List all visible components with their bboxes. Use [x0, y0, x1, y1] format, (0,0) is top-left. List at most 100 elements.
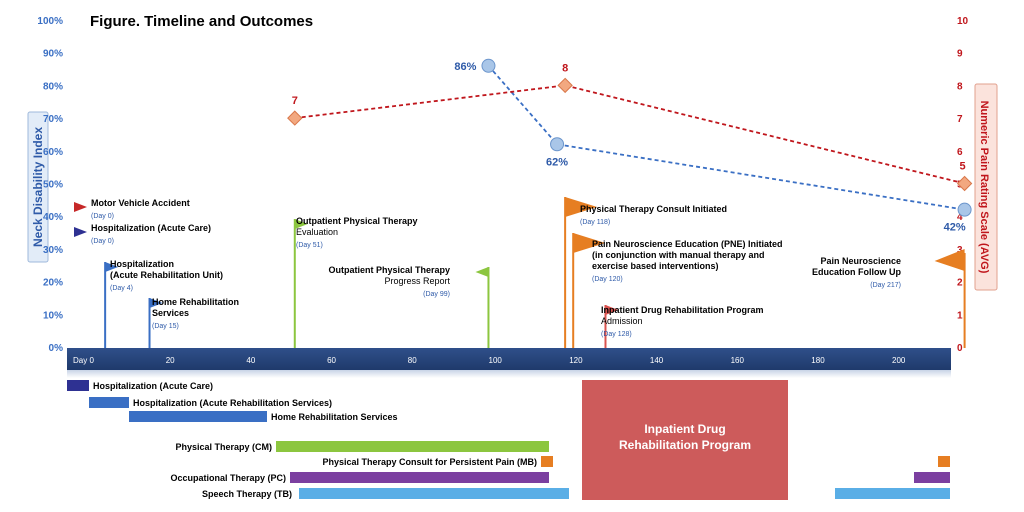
event-flag-marker	[605, 305, 619, 315]
event-day-label: (Day 217)	[870, 282, 901, 289]
left-y-tick-label: 80%	[43, 81, 63, 92]
left-y-tick-label: 90%	[43, 49, 63, 60]
event-label: (Acute Rehabilitation Unit)	[110, 270, 223, 280]
event-day-label: (Day 118)	[580, 219, 610, 226]
x-tick-label: 60	[327, 356, 336, 365]
x-tick-label: 80	[408, 356, 417, 365]
x-axis-band	[67, 348, 951, 370]
right-y-tick-label: 6	[957, 147, 963, 158]
period-bar-rect	[290, 472, 549, 483]
x-tick-label: Day 0	[73, 356, 94, 365]
right-y-tick-label: 1	[957, 310, 963, 321]
event-day-label: (Day 51)	[296, 242, 323, 249]
right-y-tick-label: 10	[957, 16, 969, 27]
period-bar-rect	[276, 441, 549, 452]
right-y-axis-label: Numeric Pain Rating Scale (AVG)	[978, 101, 990, 274]
period-bar-rect	[541, 456, 553, 467]
inpatient-program-rect	[582, 380, 788, 500]
data-label: 86%	[454, 61, 476, 73]
right-y-tick-label: 7	[957, 114, 963, 125]
right-y-axis-label-box	[974, 83, 998, 291]
period-bar-label: Physical Therapy (CM)	[175, 442, 272, 452]
period-bar: Physical Therapy (CM)	[175, 441, 549, 452]
left-y-tick-label: 10%	[43, 310, 63, 321]
period-bar: Speech Therapy (TB)	[202, 488, 569, 499]
ndi-point	[957, 202, 972, 217]
event-label: Hospitalization	[110, 259, 174, 269]
period-bar-rect	[129, 411, 267, 422]
period-bar: Physical Therapy Consult for Persistent …	[322, 456, 553, 467]
event-label: Pain Neuroscience	[820, 256, 901, 266]
event-label: Pain Neuroscience Education (PNE) Initia…	[592, 239, 783, 249]
x-tick-label: 160	[731, 356, 745, 365]
left-y-axis-label-box	[27, 111, 49, 263]
event-flag-marker	[105, 262, 119, 272]
event-flag-marker	[475, 267, 489, 277]
data-label: 5	[960, 161, 966, 173]
period-bar-label: Hospitalization (Acute Care)	[93, 381, 213, 391]
event-flag: Hospitalization(Acute Rehabilitation Uni…	[104, 259, 223, 348]
event-label: exercise based interventions)	[592, 261, 719, 271]
period-bar-label: Physical Therapy Consult for Persistent …	[322, 457, 537, 467]
series-layer: 86%62%42%785	[287, 58, 973, 234]
left-y-axis-label: Neck Disability Index	[31, 127, 45, 247]
x-tick-label: 40	[246, 356, 255, 365]
data-label: 62%	[546, 156, 568, 168]
right-y-tick-label: 9	[957, 49, 963, 60]
event-flag-marker	[74, 227, 87, 237]
event-flag-marker	[934, 249, 965, 271]
event-day-label: (Day 0)	[91, 213, 114, 220]
period-bar: Occupational Therapy (PC)	[170, 472, 549, 483]
inpatient-program-label: Rehabilitation Program	[619, 438, 751, 452]
x-tick-label: 120	[569, 356, 583, 365]
event-day-label: (Day 99)	[423, 291, 450, 298]
event-label: Admission	[601, 316, 643, 326]
left-y-axis: Neck Disability Index 0% 10% 20% 30% 40% 50% 6…	[27, 16, 64, 354]
series-line	[487, 65, 965, 211]
period-bar: Hospitalization (Acute Care)	[67, 380, 213, 391]
x-tick-label: 100	[489, 356, 503, 365]
left-y-tick-label: 60%	[43, 147, 63, 158]
period-bar-rect	[938, 456, 950, 467]
ndi-point	[550, 137, 565, 152]
left-y-tick-label: 40%	[43, 212, 63, 223]
event-day-label: (Day 128)	[601, 331, 632, 338]
event-label: Home Rehabilitation	[152, 297, 239, 307]
left-y-tick-label: 70%	[43, 114, 63, 125]
event-label: (in conjunction with manual therapy and	[592, 250, 765, 260]
event-day-label: (Day 0)	[91, 238, 114, 245]
period-bar-rect	[835, 488, 950, 499]
period-bar-rect	[89, 397, 129, 408]
event-flag-marker	[573, 233, 606, 253]
event-day-label: (Day 15)	[152, 323, 179, 330]
left-y-tick-label: 30%	[43, 245, 63, 256]
period-bar-rect	[914, 472, 950, 483]
period-bar-label: Speech Therapy (TB)	[202, 489, 292, 499]
left-y-tick-label: 50%	[43, 180, 63, 191]
period-bar	[938, 456, 950, 467]
period-bar-label: Hospitalization (Acute Rehabilitation Se…	[133, 398, 332, 408]
event-flag-marker	[74, 202, 87, 212]
x-tick-label: 180	[811, 356, 825, 365]
period-bar	[914, 472, 950, 483]
left-y-tick-label: 20%	[43, 278, 63, 289]
right-y-tick-label: 2	[957, 278, 963, 289]
event-label: Inpatient Drug Rehabilitation Program	[601, 305, 764, 315]
period-bar: Home Rehabilitation Services	[129, 411, 398, 422]
pain-point	[287, 110, 303, 126]
event-flag: Inpatient Drug Rehabilitation ProgramAdm…	[601, 305, 764, 348]
right-y-tick-label: 4	[957, 212, 963, 223]
data-label: 7	[292, 95, 298, 107]
event-label: Physical Therapy Consult Initiated	[580, 204, 727, 214]
x-tick-label: 140	[650, 356, 664, 365]
event-flags: Motor Vehicle Accident(Day 0)Hospitaliza…	[74, 197, 966, 348]
right-y-tick-label: 0	[957, 343, 963, 354]
event-day-label: (Day 120)	[592, 276, 623, 283]
left-y-tick-label: 0%	[49, 343, 64, 354]
event-label: Evaluation	[296, 227, 338, 237]
period-bar-rect	[67, 380, 89, 391]
